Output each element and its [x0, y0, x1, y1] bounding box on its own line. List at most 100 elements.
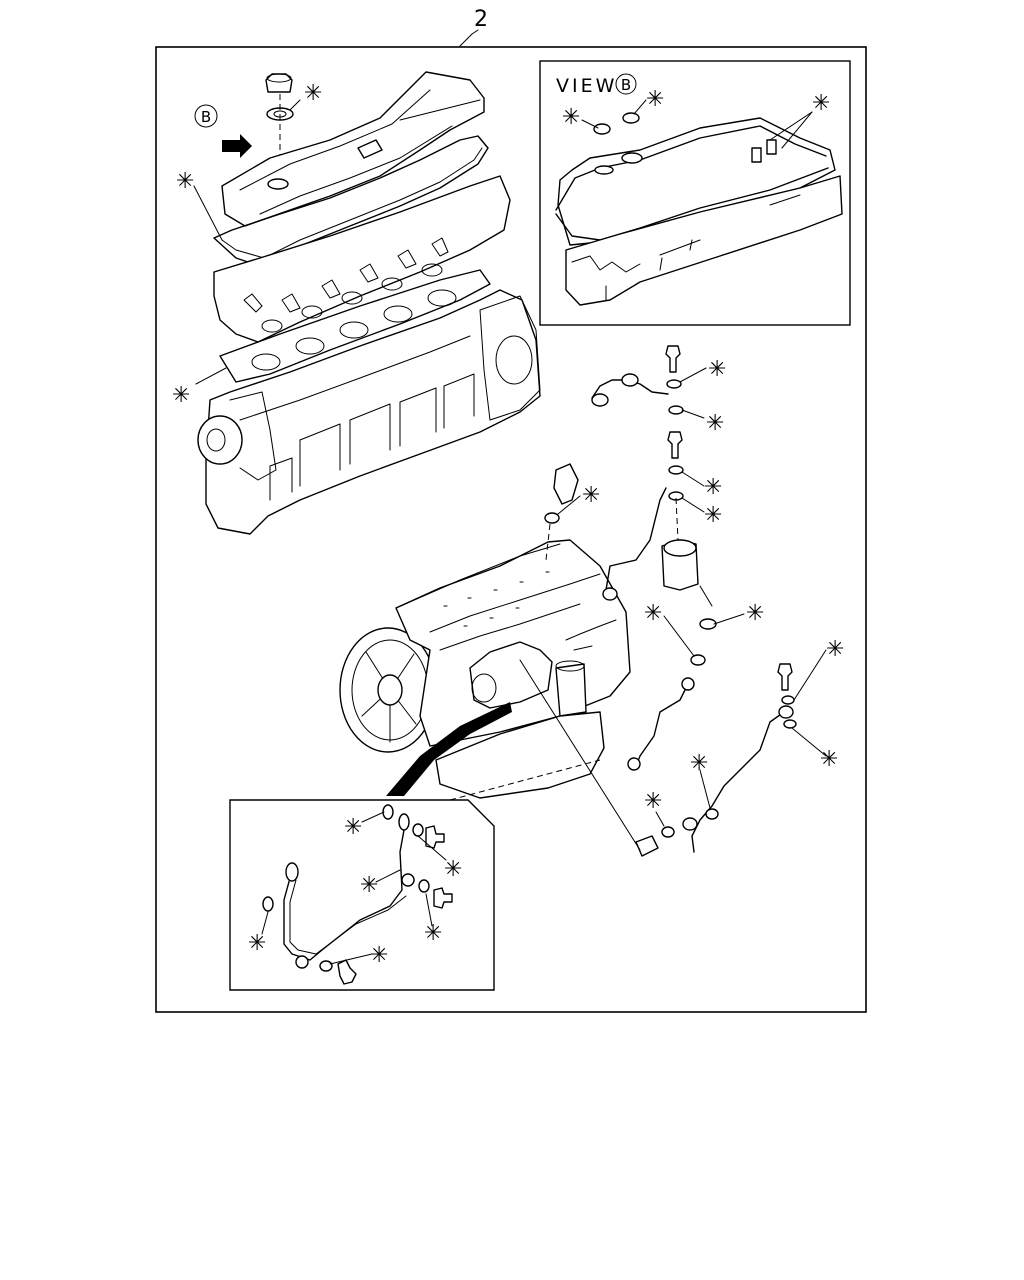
kit-mark: ✳ — [820, 747, 838, 772]
fuel-pipe-to-block — [605, 487, 667, 591]
mark-leaders — [193, 99, 827, 965]
kit-mark: ✳ — [746, 601, 764, 626]
front-pulley-upper-hub — [206, 428, 226, 452]
inset-head — [565, 175, 843, 306]
view-b-letter-circle — [615, 73, 637, 95]
injection-pump-end — [471, 673, 497, 703]
cylinder-block — [205, 289, 541, 535]
view-arrow-letter: B — [201, 108, 211, 126]
lower-manifold — [565, 619, 617, 651]
head-cover-ridge — [239, 89, 481, 215]
inset-stud-1 — [751, 147, 762, 163]
oil-pipe-1-eye — [681, 677, 695, 691]
kit-mark: ✳ — [248, 931, 266, 956]
washer-5 — [781, 695, 795, 705]
inset-head-detail — [571, 194, 801, 301]
flywheel-hub — [377, 674, 403, 706]
banjo-bolt-2 — [667, 431, 683, 459]
callout-number: 2 — [474, 7, 488, 32]
view-b-letter: B — [621, 76, 631, 94]
lower-block-bolt-holes — [443, 571, 550, 627]
block-fuel-filter — [555, 663, 587, 717]
kit-mark: ✳ — [344, 815, 362, 840]
oil-filler-cap — [265, 73, 293, 93]
block-fuel-filter-top — [555, 660, 585, 672]
cylinder-head-ports — [243, 237, 449, 313]
kit-mark: ✳ — [644, 601, 662, 626]
detail-pipe-parallel — [289, 879, 407, 955]
detail-pipe-eye-right — [398, 813, 410, 831]
detail-bolt-2 — [433, 887, 453, 909]
oil-pipe-2-eye — [778, 705, 794, 719]
detail-bolt-1 — [425, 825, 445, 849]
oil-pipe-seal-2 — [705, 808, 719, 820]
washer-3 — [668, 465, 684, 475]
head-cover-filler-port — [267, 178, 289, 190]
kit-mark: ✳ — [424, 921, 442, 946]
oil-pipe-1-end — [627, 757, 641, 771]
view-arrow-letter-circle — [194, 104, 218, 128]
kit-mark: ✳ — [706, 411, 724, 436]
flywheel-housing-upper — [479, 295, 541, 421]
detail-pipe-eye-bottom — [295, 955, 309, 969]
kit-mark: ✳ — [812, 91, 830, 116]
lower-block-top — [395, 543, 601, 651]
oil-pressure-switch — [635, 835, 659, 857]
lower-engine-assembly — [339, 539, 631, 799]
upper-engine-assembly: B — [194, 71, 541, 535]
kit-mark: ✳ — [304, 81, 322, 106]
detail-inset — [229, 799, 495, 991]
pressure-switch-wire — [519, 659, 641, 851]
detail-frame — [229, 799, 495, 991]
return-pipe-eye-1 — [591, 393, 609, 407]
detail-washer-2 — [412, 823, 424, 837]
inset-boss-2 — [621, 152, 643, 164]
detail-washer-5 — [319, 960, 333, 972]
return-pipe-eye-2 — [621, 373, 639, 387]
main-frame — [155, 46, 867, 1013]
kit-mark: ✳ — [360, 873, 378, 898]
view-b-title: VIEW — [556, 75, 617, 97]
cylinder-head — [213, 175, 511, 343]
inset-boss-1 — [594, 165, 614, 175]
injector-axis — [545, 523, 551, 561]
view-b-seal-2 — [622, 112, 640, 124]
drain-leader — [449, 759, 601, 801]
oil-pipe-seal-1 — [690, 654, 706, 666]
banjo-bolt-3 — [777, 663, 793, 691]
detail-washer-3 — [418, 879, 430, 893]
kit-mark: ✳ — [646, 87, 664, 112]
oil-pressure-switch-seal — [661, 826, 675, 838]
fuel-filter-axis — [675, 497, 679, 541]
head-gasket-bores — [251, 289, 457, 371]
head-gasket — [219, 269, 491, 383]
kit-mark: ✳ — [562, 105, 580, 130]
washer-6 — [783, 719, 797, 729]
oil-pipe-1 — [635, 679, 691, 767]
injection-pump — [469, 641, 553, 709]
oil-pipe-2 — [691, 711, 785, 853]
head-cover-breather — [357, 139, 383, 159]
injector-seal — [544, 512, 560, 524]
detail-pipe-eye-mid — [401, 873, 415, 887]
kit-mark: ✳ — [704, 503, 722, 528]
oil-pipe-2-end — [682, 817, 698, 831]
view-b-inset: VIEW B — [539, 60, 851, 326]
detail-bolt-3 — [337, 959, 357, 985]
view-b-leader-2 — [781, 111, 813, 149]
injector — [553, 463, 579, 505]
banjo-bolt-1 — [665, 345, 681, 373]
kit-mark: ✳ — [690, 751, 708, 776]
flywheel-spokes — [361, 651, 417, 743]
view-direction-arrow — [222, 134, 252, 158]
detail-washer-4 — [262, 896, 274, 912]
inset-stud-2 — [766, 139, 777, 155]
washer-1 — [666, 379, 682, 389]
kit-mark: ✳ — [176, 169, 194, 194]
kit-mark: ✳ — [704, 475, 722, 500]
fuel-filter-head — [663, 539, 697, 557]
front-pulley-upper — [197, 415, 243, 465]
kit-mark: ✳ — [826, 637, 844, 662]
oil-filler-cap-top — [266, 73, 292, 83]
